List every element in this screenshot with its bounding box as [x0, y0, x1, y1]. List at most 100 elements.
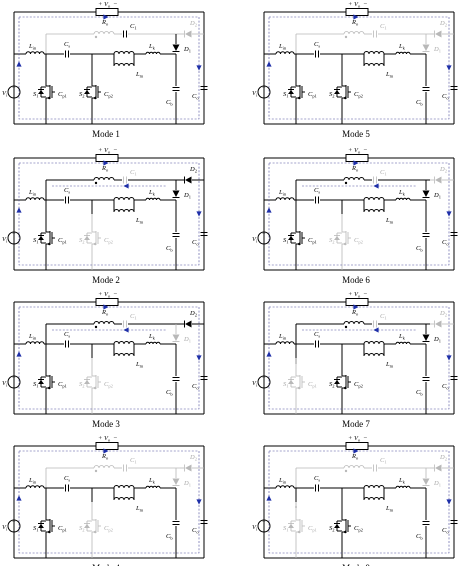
vi-plus: +	[12, 519, 16, 526]
secondary-winding	[93, 321, 115, 325]
d1-diode	[172, 44, 180, 52]
co-label: Co	[192, 239, 199, 247]
secondary-winding	[343, 465, 365, 469]
lin-label: Lin	[278, 189, 287, 197]
d2-diode	[434, 320, 442, 328]
current-arrow-right	[196, 211, 202, 217]
mode-caption: Mode 3	[92, 419, 120, 429]
cb-capacitor	[172, 233, 180, 237]
winding-dot	[94, 469, 98, 473]
s1-switch	[38, 214, 55, 262]
current-arrow-right	[196, 355, 202, 361]
c1-label: C1	[130, 313, 137, 321]
secondary-current-arrow	[373, 183, 379, 189]
d2-diode	[434, 464, 442, 472]
vo-label: + Vo	[98, 291, 111, 299]
vi-source	[7, 231, 21, 245]
lm-inductor	[113, 63, 135, 67]
vi-label: Vi	[2, 90, 8, 98]
cb-capacitor	[422, 87, 430, 91]
co-capacitor	[450, 86, 458, 90]
cp1-label: Cp1	[308, 381, 317, 389]
cb-label: Cb	[416, 99, 423, 107]
d1-diode	[172, 478, 180, 486]
vi-source	[257, 231, 271, 245]
cp2-label: Cp2	[104, 237, 113, 245]
primary-winding	[363, 51, 385, 55]
s2-label: S2	[79, 525, 85, 533]
vi-plus: +	[262, 375, 266, 382]
mode-panel-7: + Vo−RoC1D2LinCsLkD1LmCbCo+ViS1Cp1S2Cp2M…	[2, 435, 208, 566]
vi-source	[257, 519, 271, 533]
d2-diode	[434, 176, 442, 184]
cb-label: Cb	[416, 389, 423, 397]
lm-label: Lm	[385, 71, 394, 79]
cp1-label: Cp1	[58, 237, 67, 245]
co-label: Co	[192, 527, 199, 535]
vi-plus: +	[262, 85, 266, 92]
s1-label: S1	[33, 381, 39, 389]
current-arrow-right	[446, 211, 452, 217]
current-arrow-top	[103, 448, 109, 454]
s1-switch	[288, 214, 305, 262]
d2-label: D2	[439, 454, 447, 462]
primary-winding	[113, 485, 135, 489]
s1-switch	[38, 358, 55, 406]
mode-caption: Mode 1	[92, 129, 120, 139]
vo-minus-label: −	[113, 435, 117, 442]
cb-capacitor	[422, 233, 430, 237]
d1-diode	[422, 44, 430, 52]
cp2-label: Cp2	[354, 381, 363, 389]
d1-diode	[422, 334, 430, 342]
primary-winding	[363, 341, 385, 345]
lm-label: Lm	[135, 217, 144, 225]
current-arrow-top	[353, 304, 359, 310]
lm-inductor	[363, 63, 385, 67]
d1-diode	[422, 190, 430, 198]
s1-label: S1	[283, 237, 289, 245]
cs-label: Cs	[314, 475, 320, 483]
cp2-label: Cp2	[354, 525, 363, 533]
vi-plus: +	[262, 519, 266, 526]
cs-capacitor	[315, 50, 319, 58]
secondary-current-arrow	[123, 183, 129, 189]
s2-label: S2	[329, 381, 335, 389]
d2-diode	[184, 30, 192, 38]
lin-label: Lin	[278, 477, 287, 485]
s2-switch	[334, 502, 351, 550]
lm-inductor	[363, 209, 385, 213]
ro-resistor	[345, 442, 369, 450]
vo-label: + Vo	[348, 291, 361, 299]
lk-label: Lk	[398, 333, 406, 341]
vi-label: Vi	[2, 236, 8, 244]
d1-label: D1	[183, 46, 191, 54]
cs-label: Cs	[314, 331, 320, 339]
ro-label: Ro	[351, 453, 359, 461]
current-arrow-left	[266, 495, 272, 501]
vi-plus: +	[12, 85, 16, 92]
current-arrow-left	[16, 61, 22, 67]
s2-label: S2	[79, 91, 85, 99]
ro-resistor	[95, 442, 119, 450]
cp1-label: Cp1	[58, 525, 67, 533]
lin-inductor	[275, 485, 295, 489]
s1-switch	[288, 68, 305, 116]
s1-label: S1	[283, 525, 289, 533]
mode-panel-8: + Vo−RoC1D2LinCsLkD1LmCbCo+ViS1Cp1S2Cp2M…	[252, 435, 458, 566]
ro-resistor	[95, 154, 119, 162]
lin-inductor	[25, 197, 45, 201]
lm-inductor	[113, 497, 135, 501]
lk-inductor	[395, 197, 411, 201]
lin-label: Lin	[28, 189, 37, 197]
secondary-winding	[343, 177, 365, 181]
c1-capacitor	[373, 30, 377, 38]
cp1-label: Cp1	[58, 381, 67, 389]
secondary-current-arrow	[373, 327, 379, 333]
current-arrow-left	[16, 351, 22, 357]
co-label: Co	[192, 93, 199, 101]
s2-label: S2	[79, 381, 85, 389]
ro-resistor	[345, 8, 369, 16]
primary-winding	[363, 485, 385, 489]
